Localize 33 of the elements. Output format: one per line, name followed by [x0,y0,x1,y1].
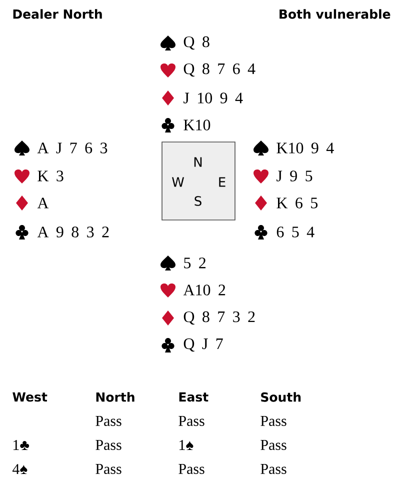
card-holding: K10 9 4 [276,142,334,154]
bid-cell: 4♠ [12,464,28,474]
heading-text: Both vulnerable [280,9,390,19]
card-holding: A 9 8 3 2 [37,226,109,238]
bid-cell: 1♠ [180,440,194,450]
bid-cell: Pass [96,464,122,474]
card-holding: A J 7 6 3 [37,142,108,154]
card-holding: 6 5 4 [276,226,314,238]
card-holding: J 9 5 [276,170,312,182]
bid-cell: Pass [96,416,122,426]
card-holding: 5 2 [184,258,206,268]
bid-cell: Pass [260,464,286,474]
bid-cell: Pass [260,416,286,426]
column-header: North [96,392,134,402]
bid-cell: 1♣ [14,440,30,450]
column-header: West [12,392,48,402]
compass-box: N W E S [162,142,236,220]
card-holding: Q 8 7 6 4 [184,63,256,77]
card-holding: Q J 7 [184,338,223,352]
card-holding: K 6 5 [276,198,318,208]
card-holding: Q 8 [184,36,210,50]
heading-text: Dealer North [13,9,102,19]
card-holding: J 10 9 4 [184,92,243,104]
bid-cell: Pass [96,440,122,450]
bid-cell: Pass [178,416,204,426]
bid-cell: Pass [260,440,286,450]
card-holding: A [37,198,49,208]
column-header: South [261,392,301,402]
card-holding: A10 2 [183,284,226,296]
bid-cell: Pass [178,464,204,474]
card-holding: K 3 [38,170,64,182]
column-header: East [179,392,208,402]
card-holding: Q 8 7 3 2 [184,311,255,325]
